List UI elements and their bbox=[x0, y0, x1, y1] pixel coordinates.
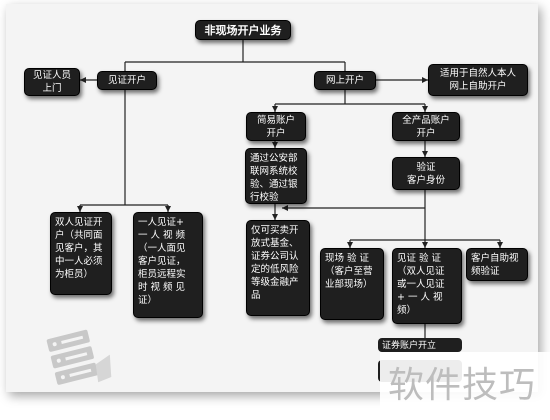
node-witness-open: 见证开户 bbox=[97, 71, 157, 90]
arrow-head bbox=[165, 206, 171, 212]
node-one-plus-video: 一人见证+ 一 人 视 频 （一人面见 客户见证， 柜员远程实 时 视 频 见 … bbox=[133, 212, 203, 318]
node-self-video: 客户自助视 频验证 bbox=[466, 248, 528, 281]
node-full-account: 全产品账户 开户 bbox=[392, 112, 460, 141]
node-witness-person: 见证人员 上门 bbox=[24, 68, 80, 96]
server-stack-icon bbox=[46, 329, 112, 385]
arrow-head bbox=[282, 205, 288, 211]
arrow-head bbox=[422, 151, 428, 157]
node-online-note: 适用于自然人本人 网上自助开户 bbox=[428, 64, 528, 96]
arrow-head bbox=[272, 106, 278, 112]
arrow-head bbox=[422, 106, 428, 112]
title-node: 非现场开户业务 bbox=[195, 20, 291, 40]
node-limited-products: 仅可买卖开 放式基金、 证券公司认 定的低风险 等级金融产 品 bbox=[246, 220, 310, 316]
arrow-head bbox=[272, 142, 278, 148]
watermark-panel bbox=[380, 352, 550, 420]
arrow-head bbox=[497, 242, 503, 248]
node-dual-witness: 双人见证开 户（共同面 见客户，其 中一人必须 为柜员） bbox=[50, 212, 112, 295]
node-online-open: 网上开户 bbox=[314, 71, 376, 90]
arrow-head bbox=[77, 206, 83, 212]
arrow-head bbox=[347, 242, 353, 248]
node-verify-identity: 验证 客户身份 bbox=[392, 157, 460, 190]
arrow-head bbox=[422, 77, 428, 83]
node-cut-off-1: 证券账户开立 bbox=[378, 338, 462, 352]
arrow-head bbox=[422, 242, 428, 248]
node-simple-account: 简易账户 开户 bbox=[246, 112, 306, 141]
node-police-check: 通过公安部 联网系统校 验、通过银 行校验 bbox=[245, 148, 307, 204]
arrow-head bbox=[272, 214, 278, 220]
arrow-head bbox=[80, 77, 86, 83]
node-onsite-verify: 现场 验 证 （客户至营 业部现场） bbox=[320, 248, 384, 320]
watermark-text: 软件技巧 bbox=[388, 365, 537, 406]
node-witness-verify: 见证 验 证 （双人见证 或一人见证 + 一 人 视 频） bbox=[392, 248, 462, 324]
